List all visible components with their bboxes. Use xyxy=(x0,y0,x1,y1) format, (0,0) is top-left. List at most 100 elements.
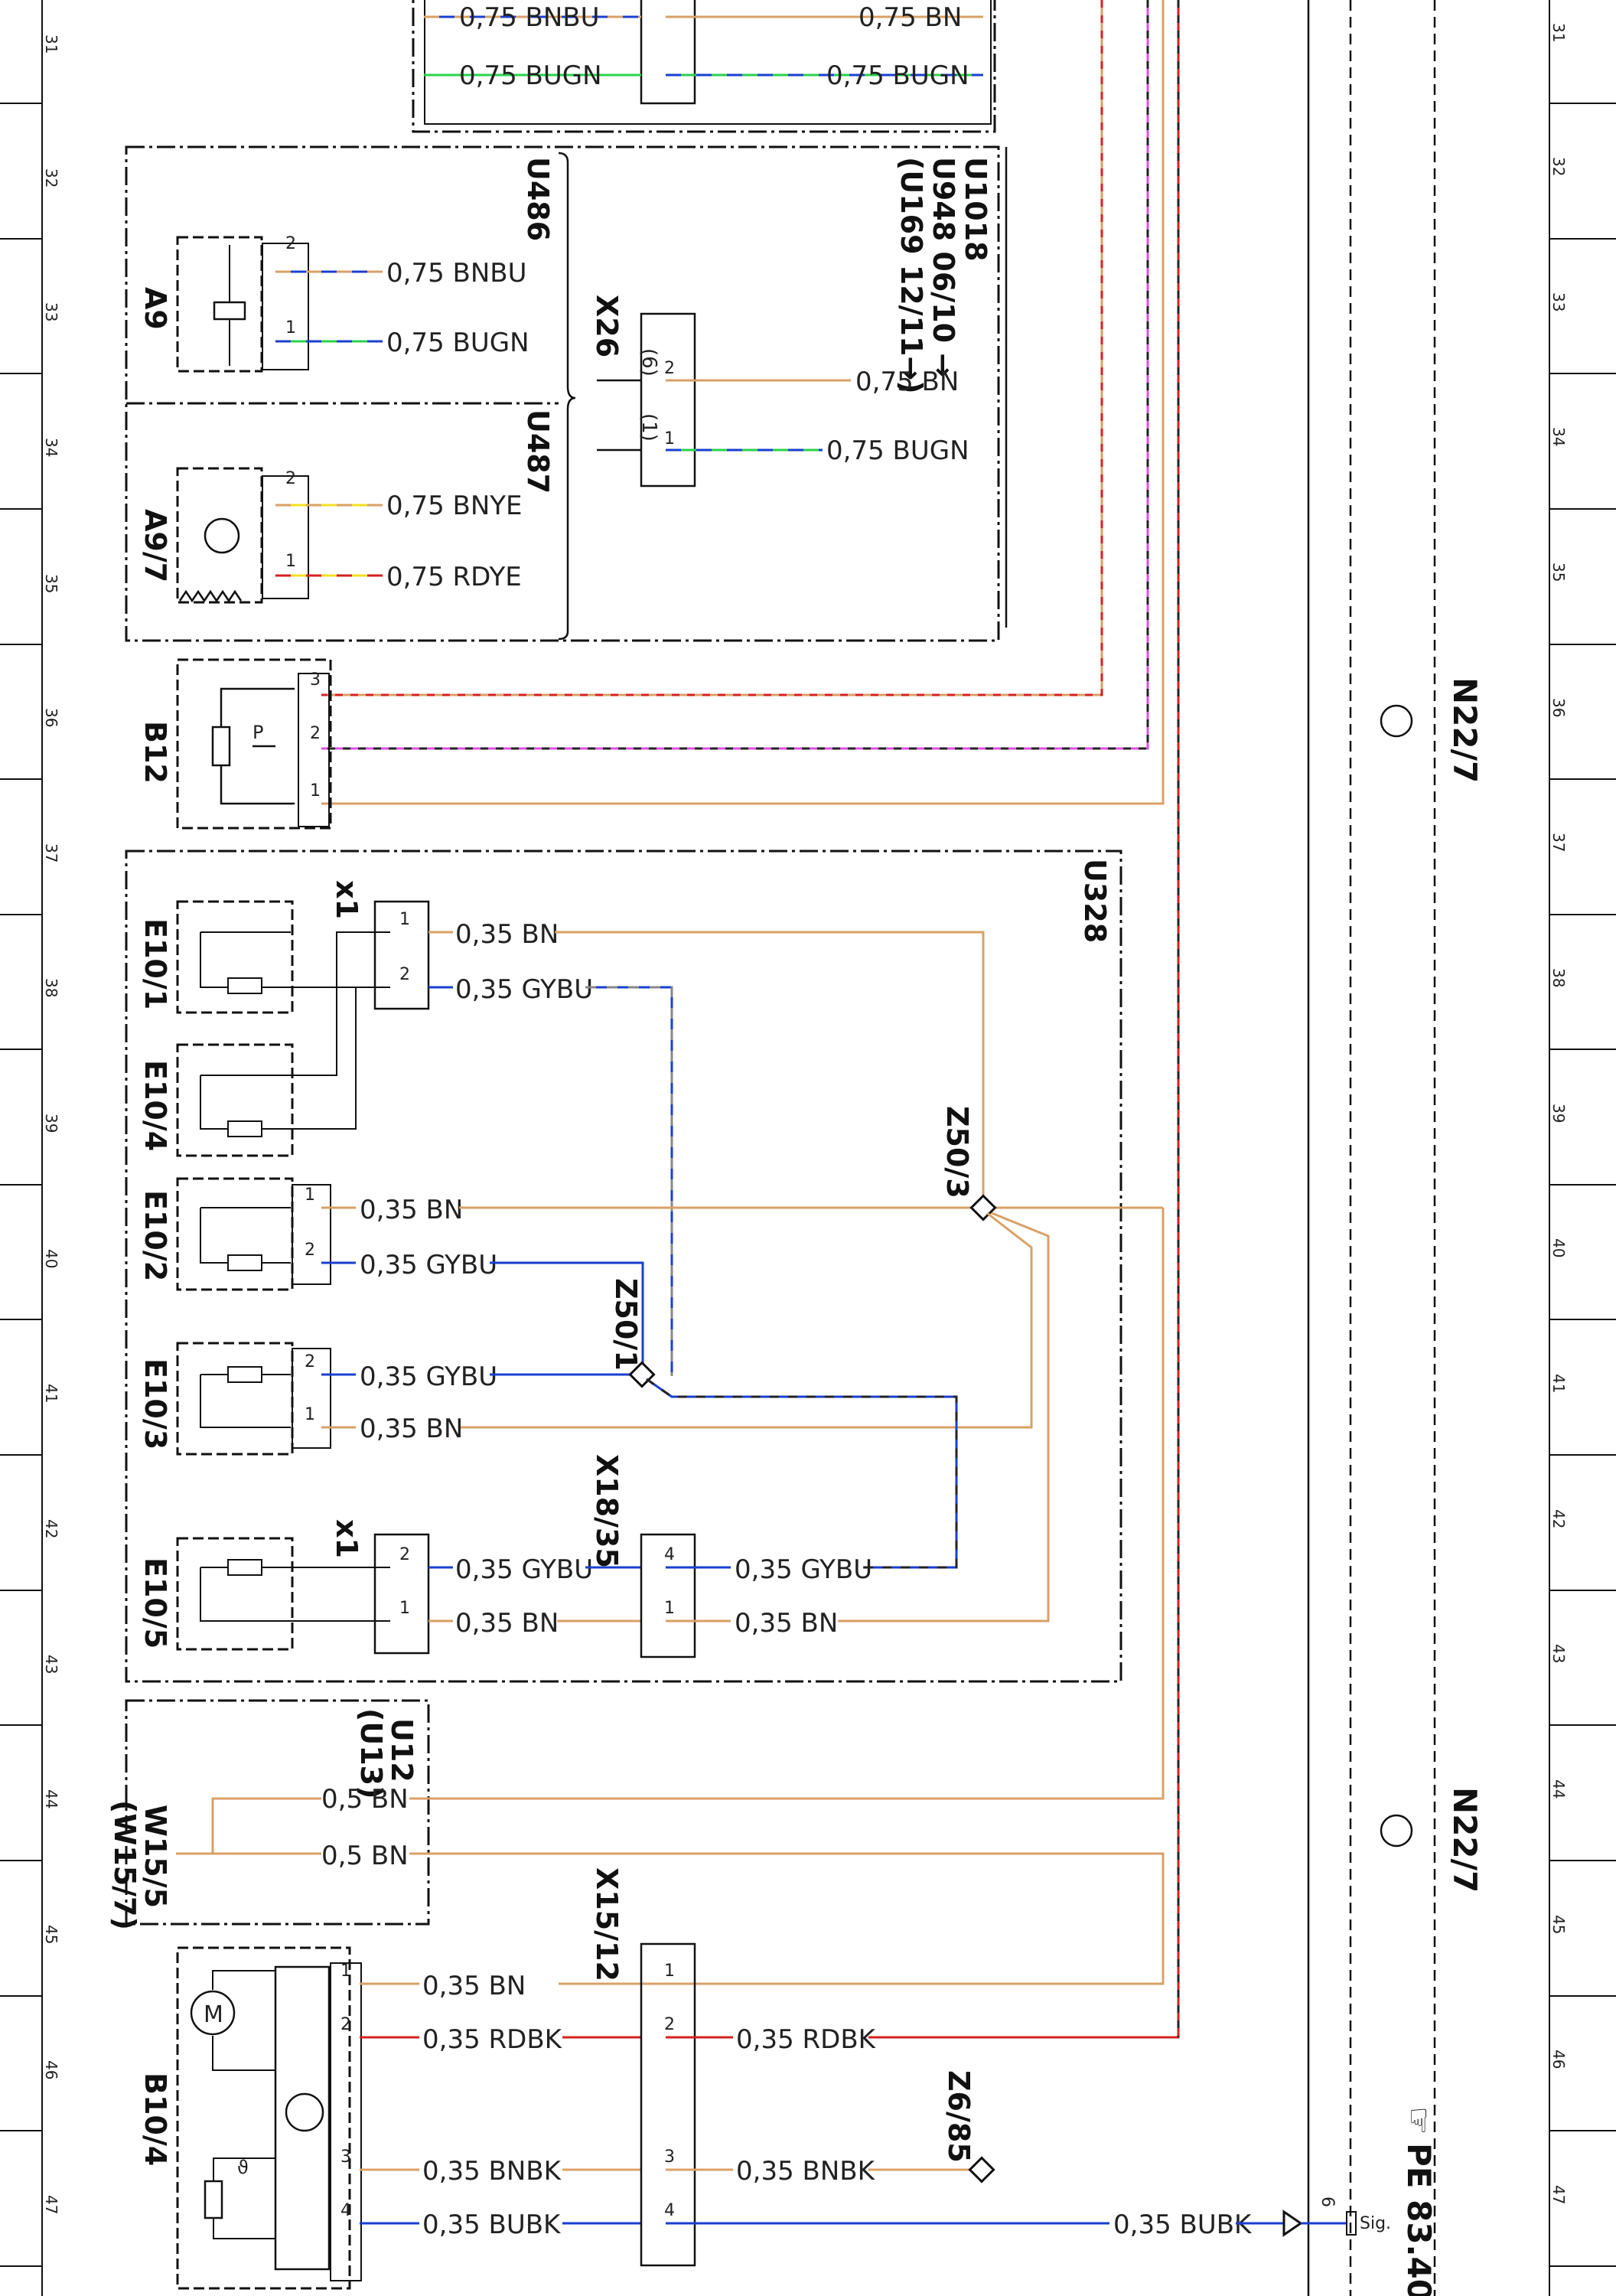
ruler-42-l: 42 xyxy=(42,1519,60,1538)
wire-a9-bugn-label: 0,75 BUGN xyxy=(386,328,529,358)
x15-pin-4: 4 xyxy=(664,2201,675,2220)
label-e10-2: E10/2 xyxy=(138,1190,172,1281)
n22-7-labels: N22/7 N22/7 ☞ PE 83.40- xyxy=(1380,677,1484,2296)
n22-7-frame xyxy=(1307,0,1436,2296)
ruler-37-r: 37 xyxy=(1549,833,1568,852)
label-w15-5: W15/5 xyxy=(138,1805,172,1908)
a9-pin-2: 2 xyxy=(285,234,296,253)
b12-pin-3: 3 xyxy=(310,670,321,690)
a97-pin-1: 1 xyxy=(285,552,296,571)
wire-top-bn-label: 0,75 BN xyxy=(858,2,962,33)
ruler-31-r: 31 xyxy=(1549,23,1568,42)
ruler-44-l: 44 xyxy=(42,1789,60,1808)
x1-pin-2: 2 xyxy=(399,965,410,984)
a9-pin-1: 1 xyxy=(285,318,296,338)
wire-x15-bnbk-label: 0,35 BNBK xyxy=(736,2156,876,2187)
label-u487: U487 xyxy=(521,409,555,494)
label-b10-4: B10/4 xyxy=(138,2073,172,2166)
b104-pin-2: 2 xyxy=(340,2015,351,2034)
ruler-40-l: 40 xyxy=(42,1249,60,1268)
ruler-34-r: 34 xyxy=(1549,427,1568,446)
motor-m: M xyxy=(204,2001,223,2028)
label-e10-3: E10/3 xyxy=(138,1358,172,1450)
wire-top-bugn-left-label: 0,75 BUGN xyxy=(459,60,602,91)
wire-x1-bn-label: 0,35 BN xyxy=(455,919,559,950)
label-w15-7: (W15/7) xyxy=(108,1800,142,1930)
u486-u487-block: U486 U487 U1018 U948 06/10 → (U169 12/11… xyxy=(125,145,1008,642)
wire-x1-gybu-label: 0,35 GYBU xyxy=(455,974,593,1005)
label-x18-35: X18/35 xyxy=(590,1454,624,1568)
wire-x18-gybu-label: 0,35 GYBU xyxy=(735,1554,872,1585)
ruler-45-l: 45 xyxy=(42,1925,60,1944)
u328-block: U328 x1 E10/1 E10/4 0,35 BN 0,35 GYBU E1… xyxy=(125,850,1163,1683)
b10-4-theta: ϑ xyxy=(237,2157,249,2178)
b12-sensor: P B12 xyxy=(138,658,332,830)
e103-pin-2: 2 xyxy=(305,1352,315,1371)
ruler-31-l: 31 xyxy=(42,34,60,54)
ruler-45-r: 45 xyxy=(1549,1915,1568,1934)
pin-numbers: 2 1 2 1 3 2 1 1 2 1 2 2 1 2 1 4 1 1 2 3 … xyxy=(285,234,675,2220)
wire-e103-bn-label: 0,35 BN xyxy=(360,1414,463,1444)
wire-u12-bn1-label: 0,5 BN xyxy=(321,1784,409,1815)
right-ruler xyxy=(1549,0,1616,2296)
wire-a97-rdye-label: 0,75 RDYE xyxy=(386,562,522,592)
e103-pin-1: 1 xyxy=(305,1405,315,1424)
x1-pin-1: 1 xyxy=(399,910,410,929)
wire-x18-bn-label: 0,35 BN xyxy=(735,1608,838,1639)
wire-e102-bn-label: 0,35 BN xyxy=(360,1195,463,1225)
x15-pin-1: 1 xyxy=(664,1962,675,1981)
pin-6-label: 6 xyxy=(1318,2197,1337,2207)
u12-w15-block: U12 (U13) W15/5 (W15/7) 0,5 BN 0,5 BN xyxy=(108,1208,1165,1985)
b104-pin-4: 4 xyxy=(340,2201,351,2220)
ruler-32-r: 32 xyxy=(1549,157,1568,176)
sig-label: Sig. xyxy=(1360,2214,1391,2233)
label-u169: (U169 12/11→) xyxy=(894,157,928,394)
a97-pin-2: 2 xyxy=(285,469,296,488)
label-z6-85: Z6/85 xyxy=(942,2070,976,2163)
wire-e102-gybu-label: 0,35 GYBU xyxy=(360,1250,497,1280)
label-u948: U948 06/10 → xyxy=(927,157,960,377)
ruler-41-l: 41 xyxy=(42,1384,60,1403)
e102-pin-1: 1 xyxy=(305,1186,315,1205)
wire-b104-bubk-label: 0,35 BUBK xyxy=(422,2210,562,2240)
b104-pin-1: 1 xyxy=(340,1962,351,1981)
x26-pin-6: (6) xyxy=(637,348,660,377)
trunk-wires xyxy=(321,0,1180,2039)
ruler-41-r: 41 xyxy=(1549,1374,1568,1393)
ruler-47-r: 47 xyxy=(1549,2185,1568,2204)
label-a9-7: A9/7 xyxy=(138,509,172,582)
label-x15-12: X15/12 xyxy=(590,1867,624,1981)
top-connector-block: 0,75 BNBU 0,75 BN 0,75 BUGN 0,75 BUGN xyxy=(412,0,996,133)
ruler-33-l: 33 xyxy=(42,302,60,321)
ruler-38-r: 38 xyxy=(1549,968,1568,987)
x15-pin-3: 3 xyxy=(664,2148,675,2167)
b12-pin-2: 2 xyxy=(310,724,321,743)
x1b-pin-1: 1 xyxy=(399,1599,410,1618)
ruler-32-l: 32 xyxy=(42,168,60,188)
wire-x26-bugn-label: 0,75 BUGN xyxy=(826,435,969,466)
label-a9: A9 xyxy=(138,287,172,330)
label-u1018: U1018 xyxy=(959,157,992,262)
label-pe-ref: PE 83.40- xyxy=(1400,2143,1438,2296)
ruler-39-l: 39 xyxy=(42,1114,60,1133)
label-u328: U328 xyxy=(1078,859,1112,943)
wire-x15-bubk-label: 0,35 BUBK xyxy=(1113,2210,1253,2240)
x26-pin-1: (1) xyxy=(637,413,660,442)
left-ruler xyxy=(0,0,43,2296)
wire-b104-bn-label: 0,35 BN xyxy=(422,1971,526,2001)
label-e10-4: E10/4 xyxy=(138,1060,172,1151)
x18-pin-4: 4 xyxy=(664,1545,675,1564)
e102-pin-2: 2 xyxy=(305,1241,315,1260)
wire-top-bugn-right-label: 0,75 BUGN xyxy=(826,60,969,91)
wire-b104-bnbk-label: 0,35 BNBK xyxy=(422,2156,562,2187)
x26-pin-1: 1 xyxy=(664,429,675,448)
ruler-36-l: 36 xyxy=(42,708,60,727)
ruler-39-r: 39 xyxy=(1549,1104,1568,1123)
ruler-46-r: 46 xyxy=(1549,2050,1568,2069)
label-x1-top: x1 xyxy=(330,880,363,919)
label-z50-1: Z50/1 xyxy=(609,1278,643,1371)
wire-e105-gybu-label: 0,35 GYBU xyxy=(455,1554,593,1585)
label-u486: U486 xyxy=(521,157,555,241)
ruler-46-l: 46 xyxy=(42,2060,60,2079)
